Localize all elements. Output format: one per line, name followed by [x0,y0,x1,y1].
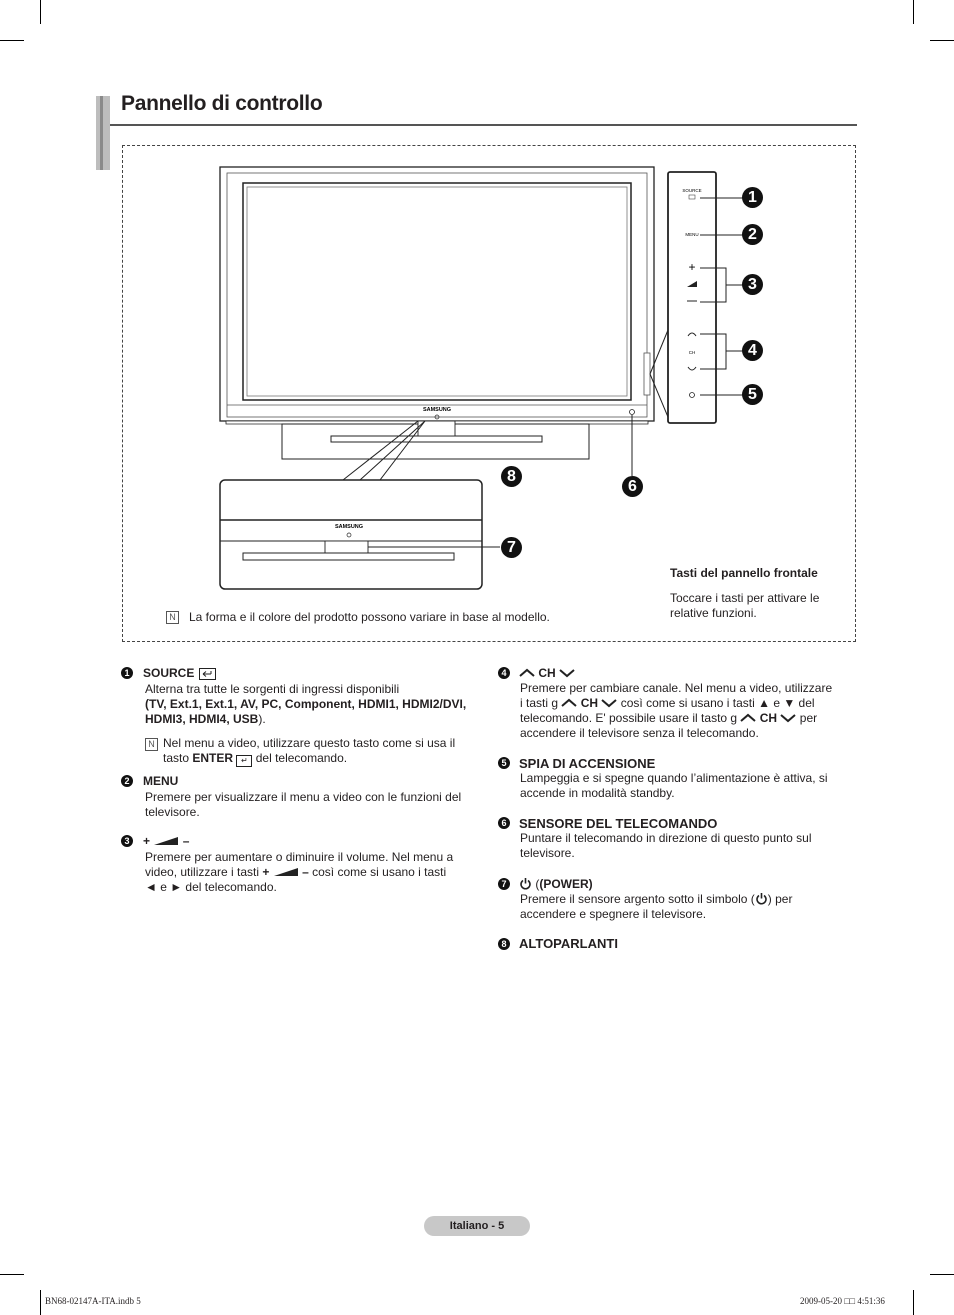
panel-label-menu: MENU [685,232,698,237]
diagram-frame [122,145,856,642]
front-panel-title: Tasti del pannello frontale [670,566,818,580]
speaker-grille [330,435,543,443]
panel-ch-down-icon [687,366,697,371]
item-1-note: Nel menu a video, utilizzare questo tast… [163,736,456,767]
item-1-number: 1 [121,667,133,679]
item-7-heading: ((POWER) [519,877,593,891]
tv-screen [242,182,632,401]
chevron-up-icon [740,713,757,722]
volume-icon [154,837,179,845]
power-icon-inline [756,893,767,905]
touch-strip [643,352,651,396]
power-icon [520,878,531,890]
tv-brand-logo: SAMSUNG [423,407,451,413]
chevron-up-icon [519,668,535,677]
tv-screen-inner [246,186,628,397]
zoom-power-button [324,540,369,554]
item-5-number: 5 [498,757,510,769]
power-button-area [417,420,456,437]
callout-8: 8 [501,466,522,487]
chevron-down-icon [559,669,575,678]
panel-power-led [689,392,695,398]
zoom-brand-logo: SAMSUNG [335,524,363,530]
page-title: Pannello di controllo [121,92,323,115]
panel-source-icon [688,194,696,200]
item-5-text: Lampeggia e si spegne quando l’alimentaz… [520,771,828,800]
volume-icon-inline [273,868,298,876]
item-3-heading: + – [143,834,190,848]
tv-power-symbol [434,414,440,420]
panel-label-ch: CH [689,350,696,355]
zoom-speaker-grille [242,552,455,561]
chevron-down-icon [601,699,618,708]
callout-3: 3 [742,274,763,295]
item-4-number: 4 [498,667,510,679]
panel-label-source: SOURCE [682,188,701,193]
panel-ch-up-icon [687,332,697,337]
callout-1: 1 [742,187,763,208]
item-6-heading: SENSORE DEL TELECOMANDO [519,816,718,831]
item-3-text: Premere per aumentare o diminuire il vol… [145,850,454,894]
item-6-number: 6 [498,817,510,829]
chevron-down-icon [780,714,797,723]
item-1-heading: SOURCE [143,666,195,680]
item-2-heading: MENU [143,774,179,788]
side-control-panel [667,171,717,424]
note-text: La forma e il colore del prodotto posson… [189,610,550,624]
zoom-power-symbol [346,532,352,538]
item-4-heading: CH [519,666,575,680]
item-2-number: 2 [121,775,133,787]
item-5-heading: SPIA DI ACCENSIONE [519,756,656,771]
item-2-text: Premere per visualizzare il menu a video… [145,790,462,819]
item-7-number: 7 [498,878,510,890]
title-rule [110,124,857,126]
title-accent-stripe [100,96,103,170]
source-icon [199,668,216,680]
item-1-text: Alterna tra tutte le sorgenti di ingress… [145,682,400,696]
callout-4: 4 [742,340,763,361]
remote-sensor [629,409,635,415]
item-3-number: 3 [121,835,133,847]
callout-5: 5 [742,384,763,405]
page-number: Italiano - 5 [424,1216,530,1236]
item-6-text: Puntare il telecomando in direzione di q… [520,831,812,860]
item-1-sources: (TV, Ext.1, Ext.1, AV, PC, Component, HD… [145,697,467,726]
panel-volume-icon [687,281,697,287]
front-panel-text: Toccare i tasti per attivare le relative… [670,591,820,620]
tv-bezel-inner [226,172,648,418]
item-8-heading: ALTOPARLANTI [519,936,618,951]
chevron-up-icon [561,698,578,707]
item-8-number: 8 [498,938,510,950]
tv-diagram: SAMSUNG SAMSUNG SOURCE MENU + CH [219,166,743,590]
enter-icon: ↵ [236,755,253,767]
note-icon: N [166,611,179,624]
item-4-text: Premere per cambiare canale. Nel menu a … [520,681,833,740]
footer-timestamp: 2009-05-20 □□ 4:51:36 [800,1296,885,1306]
callout-2: 2 [742,224,763,245]
callout-6: 6 [622,476,643,497]
item-7-text: Premere il sensore argento sotto il simb… [520,892,793,921]
panel-plus-sign: + [688,260,695,274]
callout-7: 7 [501,537,522,558]
footer-file: BN68-02147A-ITA.indb 5 [45,1296,141,1306]
title-accent-bar [96,96,110,170]
item-1-note-icon: N [145,738,158,751]
